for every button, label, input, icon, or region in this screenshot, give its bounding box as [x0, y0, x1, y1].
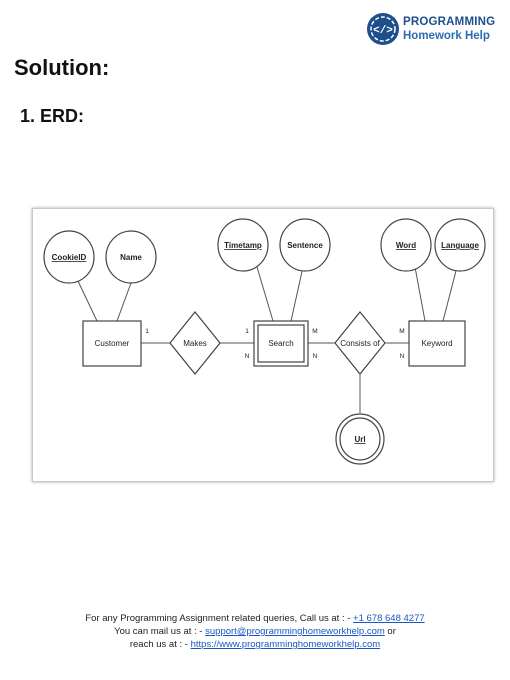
entity-label-customer: Customer [95, 339, 130, 348]
attribute-cookieid [43, 230, 95, 284]
attribute-word [380, 218, 432, 272]
entity-keyword [408, 320, 466, 367]
section-heading: 1. ERD: [20, 106, 85, 126]
cardinality-search-makes-bottom: N [245, 353, 250, 360]
cardinality-keyword-top: M [399, 328, 404, 335]
entity-customer [82, 320, 142, 367]
brand-line-1: PROGRAMMING [403, 16, 496, 28]
attr-label-word: Word [396, 241, 416, 250]
cardinality-search-consists-bottom: N [313, 353, 318, 360]
brand-name: PROGRAMMING Homework Help [403, 15, 495, 43]
attr-label-timetamp: Timetamp [224, 241, 262, 250]
attribute-sentence [279, 218, 331, 272]
relationship-makes [169, 311, 221, 375]
entity-search-inner [257, 324, 305, 363]
erd-diagram: CookieID Name Timetamp Sentence Word Lan… [43, 218, 486, 465]
cardinality-search-makes-top: 1 [245, 328, 249, 335]
footer-or-text: or [384, 626, 396, 637]
cardinality-customer-makes: 1 [145, 328, 149, 335]
erd-figure: CookieID Name Timetamp Sentence Word Lan… [32, 208, 494, 482]
phone-link[interactable]: +1 678 648 4277 [353, 613, 425, 624]
attr-label-url: Url [354, 435, 365, 444]
website-link[interactable]: https://www.programminghomeworkhelp.com [190, 639, 381, 650]
page-title: Solution: [14, 55, 110, 80]
entity-label-search: Search [268, 339, 293, 348]
attribute-url-inner [339, 417, 381, 461]
footer-mail-text: You can mail us at : - [114, 626, 206, 637]
svg-text:</>: </> [373, 25, 393, 37]
relationship-consists-of [334, 311, 386, 375]
code-brackets-icon: </> [367, 13, 399, 45]
entity-label-keyword: Keyword [421, 339, 452, 348]
footer-line-3: reach us at : - https://www.programmingh… [0, 638, 510, 651]
attribute-language [434, 218, 486, 272]
attribute-name [105, 230, 157, 284]
cardinality-search-consists-top: M [312, 328, 317, 335]
attr-label-name: Name [120, 253, 142, 262]
attr-label-language: Language [441, 241, 479, 250]
footer-line-2: You can mail us at : - support@programmi… [0, 625, 510, 638]
page-footer: For any Programming Assignment related q… [0, 612, 510, 651]
rel-label-makes: Makes [183, 339, 207, 348]
attr-label-cookieid: CookieID [52, 253, 87, 262]
brand-line-2: Homework Help [403, 30, 490, 42]
rel-label-consists-of: Consists of [340, 339, 380, 348]
brand-logo: </> PROGRAMMING Homework Help [366, 12, 502, 50]
attribute-timetamp [217, 218, 269, 272]
footer-reach-text: reach us at : - [129, 639, 191, 650]
footer-call-text: For any Programming Assignment related q… [85, 613, 354, 624]
email-link[interactable]: support@programminghomeworkhelp.com [205, 626, 385, 637]
cardinality-keyword-bottom: N [400, 353, 405, 360]
footer-line-1: For any Programming Assignment related q… [0, 612, 510, 625]
attr-label-sentence: Sentence [287, 241, 323, 250]
